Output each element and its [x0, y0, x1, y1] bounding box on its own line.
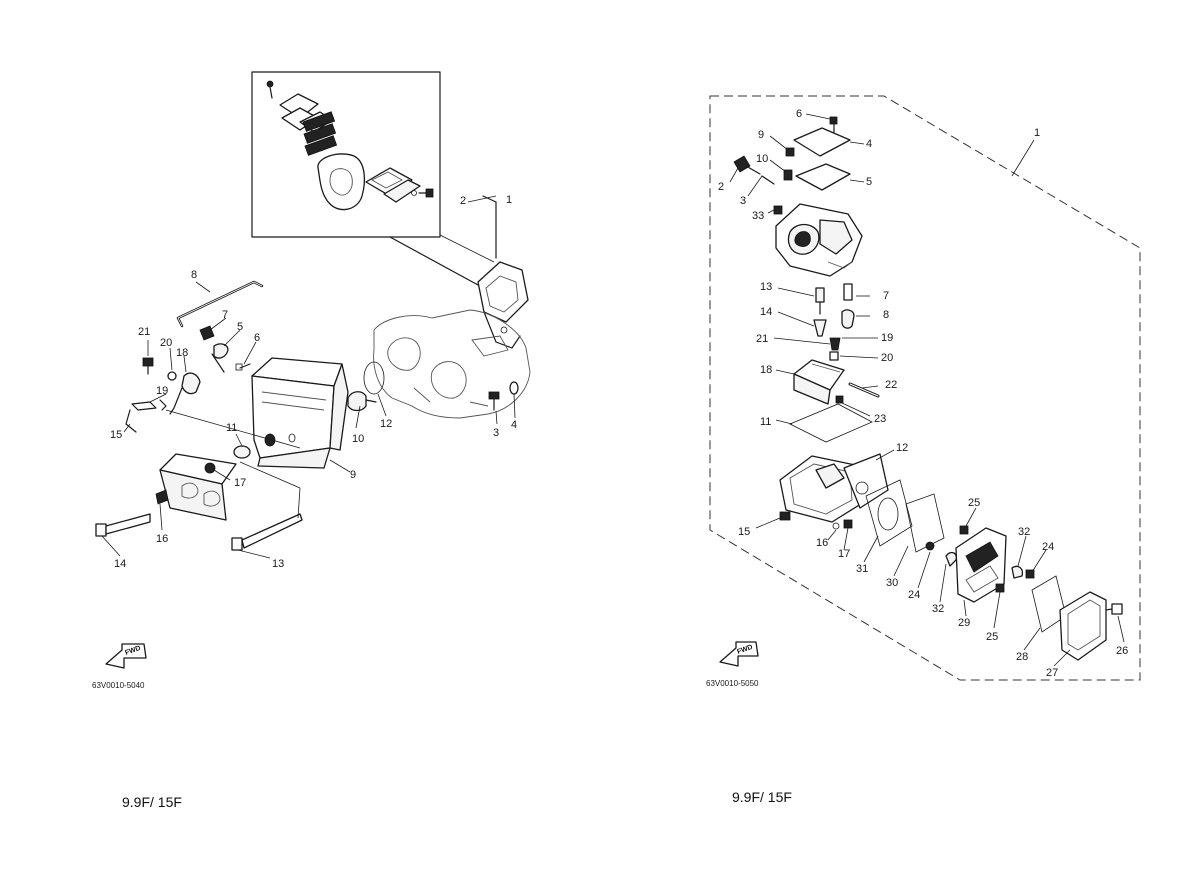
bolt-13: [231, 513, 303, 551]
cap-11: [233, 445, 251, 459]
r-callout-26: 26: [1116, 645, 1128, 657]
left-diagram: 1 2 3 4 5 6 7 8 9 10 11 12 13 14 15 16 1…: [92, 71, 531, 810]
r-callout-6: 6: [796, 108, 802, 120]
silencer-bracket: [159, 453, 237, 521]
callout-18: 18: [176, 347, 188, 359]
r-callout-28: 28: [1016, 651, 1028, 663]
r-callout-7: 7: [883, 290, 889, 302]
r-callout-4: 4: [866, 138, 872, 150]
callout-14: 14: [114, 558, 126, 570]
r-callout-23: 23: [874, 413, 886, 425]
r-callout-12: 12: [896, 442, 908, 454]
callout-3: 3: [493, 427, 499, 439]
r-callout-22: 22: [885, 379, 897, 391]
r-callout-9: 9: [758, 129, 764, 141]
fuel-pump-body: [945, 525, 1035, 603]
r-callout-5: 5: [866, 176, 872, 188]
bolt-16: [155, 489, 169, 505]
carb-top-parts: [733, 116, 851, 215]
callout-9: 9: [350, 469, 356, 481]
r-callout-31: 31: [856, 563, 868, 575]
fwd-arrow-icon: FWD: [719, 641, 759, 667]
fitting-10: [347, 391, 377, 412]
left-leaders: [101, 195, 516, 559]
r-callout-33: 33: [752, 210, 764, 222]
right-leaders: [729, 113, 1125, 667]
model-label: 9.9F/ 15F: [732, 789, 792, 805]
link-rod-8: [176, 280, 264, 328]
callout-8: 8: [191, 269, 197, 281]
callout-13: 13: [272, 558, 284, 570]
float-bowl: [779, 453, 889, 523]
reed-valve-block: [477, 195, 529, 349]
choke-lever-assy: [125, 371, 201, 433]
float-assembly: [793, 359, 880, 405]
screw-21: [142, 357, 154, 375]
r-callout-25a: 25: [968, 497, 980, 509]
carburetor-body: [775, 203, 863, 277]
callout-17: 17: [234, 477, 246, 489]
callout-15: 15: [110, 429, 122, 441]
gasket-11: [789, 403, 873, 443]
r-callout-30: 30: [886, 577, 898, 589]
r-callout-21: 21: [756, 333, 768, 345]
callout-10: 10: [352, 433, 364, 445]
jet-assembly: [813, 283, 855, 361]
r-callout-17: 17: [838, 548, 850, 560]
callout-4: 4: [511, 419, 517, 431]
bolt-3: [488, 391, 500, 411]
r-callout-8: 8: [883, 309, 889, 321]
r-callout-1: 1: [1034, 127, 1040, 139]
pump-gaskets: [865, 479, 945, 553]
intake-silencer-9: [251, 357, 349, 469]
callout-20: 20: [160, 337, 172, 349]
pump-cover: [1031, 575, 1123, 661]
callout-21: 21: [138, 326, 150, 338]
bolt-14: [95, 513, 151, 537]
r-callout-11: 11: [760, 416, 771, 428]
r-callout-19: 19: [881, 332, 893, 344]
r-callout-25b: 25: [986, 631, 998, 643]
r-callout-10: 10: [756, 153, 768, 165]
r-callout-24b: 24: [1042, 541, 1054, 553]
inset-reed-valve: [266, 80, 434, 211]
r-callout-27: 27: [1046, 667, 1058, 679]
callout-5: 5: [237, 321, 243, 333]
drawing-code: 63V0010-5040: [92, 681, 145, 690]
o-ring-12: [363, 361, 385, 395]
r-callout-20: 20: [881, 352, 893, 364]
right-diagram: 1 2 3 4 5 6 7 8 9 10 11 12 13 14 15 16 1…: [706, 95, 1141, 805]
r-callout-15: 15: [738, 526, 750, 538]
washer-4: [509, 381, 519, 395]
callout-16: 16: [156, 533, 168, 545]
r-callout-32b: 32: [932, 603, 944, 615]
callout-6: 6: [254, 332, 260, 344]
callout-19: 19: [156, 385, 168, 397]
callout-12: 12: [380, 418, 392, 430]
r-callout-29: 29: [958, 617, 970, 629]
callout-2: 2: [460, 195, 466, 207]
inset-box: [251, 71, 441, 238]
carburetor-assy-boundary: [709, 95, 1141, 681]
r-callout-24a: 24: [908, 589, 920, 601]
r-callout-32a: 32: [1018, 526, 1030, 538]
r-callout-2: 2: [718, 181, 724, 193]
callout-7: 7: [222, 309, 228, 321]
r-callout-14: 14: [760, 306, 772, 318]
engine-block-outline: [373, 309, 531, 419]
model-label: 9.9F/ 15F: [122, 794, 182, 810]
fwd-arrow-icon: FWD: [105, 643, 147, 669]
r-callout-3: 3: [740, 195, 746, 207]
r-callout-16: 16: [816, 537, 828, 549]
drawing-code: 63V0010-5050: [706, 679, 759, 688]
r-callout-13: 13: [760, 281, 772, 293]
callout-11: 11: [226, 422, 237, 434]
r-callout-18: 18: [760, 364, 772, 376]
callout-1: 1: [506, 194, 512, 206]
